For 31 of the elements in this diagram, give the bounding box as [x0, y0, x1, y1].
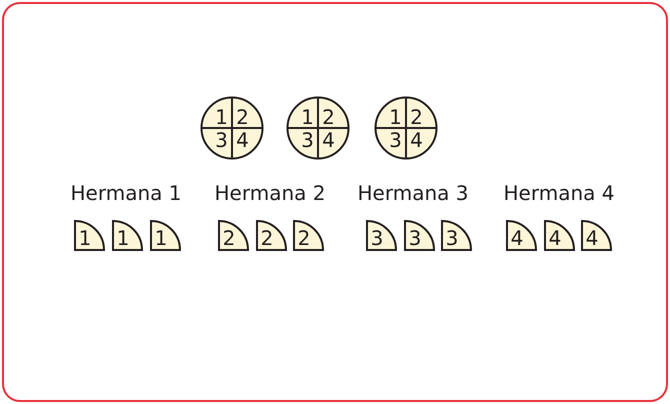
piece-number: 1 — [78, 228, 92, 248]
fraction-circle — [374, 96, 438, 160]
piece-number: 3 — [370, 228, 384, 248]
piece-number: 3 — [408, 228, 422, 248]
piece-number: 3 — [445, 228, 459, 248]
quarter-number: 3 — [214, 130, 229, 150]
quarter-number: 2 — [321, 107, 336, 127]
quarter-number: 4 — [409, 130, 424, 150]
quarter-number: 3 — [300, 130, 315, 150]
piece-number: 2 — [297, 228, 311, 248]
quarter-number: 1 — [214, 107, 229, 127]
piece-number: 2 — [222, 228, 236, 248]
sister-label: Hermana 3 — [358, 181, 468, 205]
sister-label: Hermana 1 — [70, 181, 182, 205]
piece-number: 1 — [116, 228, 130, 248]
quarter-number: 1 — [388, 107, 403, 127]
quarter-number: 2 — [409, 107, 424, 127]
quarter-number: 4 — [235, 130, 250, 150]
quarter-number: 2 — [235, 107, 250, 127]
quarter-number: 3 — [388, 130, 403, 150]
quarter-number: 1 — [300, 107, 315, 127]
quarter-number: 4 — [321, 130, 336, 150]
piece-number: 2 — [260, 228, 274, 248]
piece-number: 4 — [510, 228, 524, 248]
piece-number: 1 — [154, 228, 168, 248]
sister-label: Hermana 2 — [214, 181, 326, 205]
piece-number: 4 — [585, 228, 599, 248]
sister-label: Hermana 4 — [504, 181, 614, 205]
fraction-circle — [200, 96, 264, 160]
fraction-circle — [286, 96, 350, 160]
piece-number: 4 — [548, 228, 562, 248]
